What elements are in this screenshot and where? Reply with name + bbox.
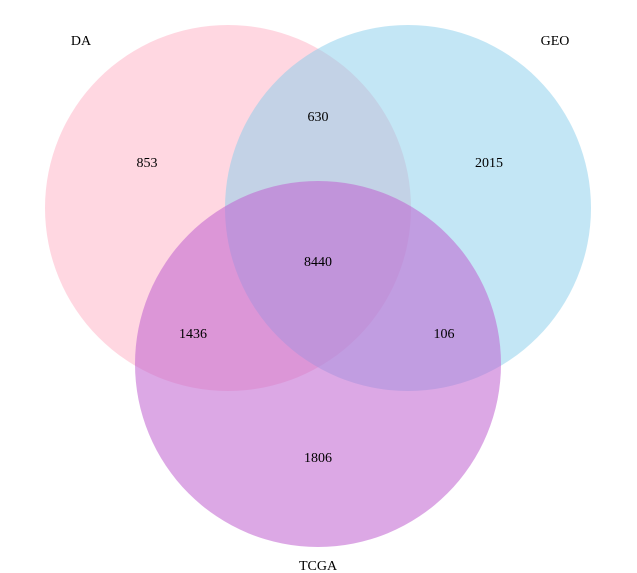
all-sets-overlap-count: 8440: [304, 255, 332, 270]
tcga-set-circle: [135, 181, 501, 547]
tcga-set-label: TCGA: [299, 559, 338, 573]
da-tcga-overlap-count: 1436: [179, 327, 207, 342]
da-geo-overlap-count: 630: [308, 110, 329, 125]
da-set-label: DA: [71, 34, 92, 49]
geo-only-count: 2015: [475, 156, 503, 171]
geo-tcga-overlap-count: 106: [434, 327, 455, 342]
da-only-count: 853: [137, 156, 158, 171]
tcga-only-count: 1806: [304, 451, 332, 466]
geo-set-label: GEO: [541, 34, 570, 49]
